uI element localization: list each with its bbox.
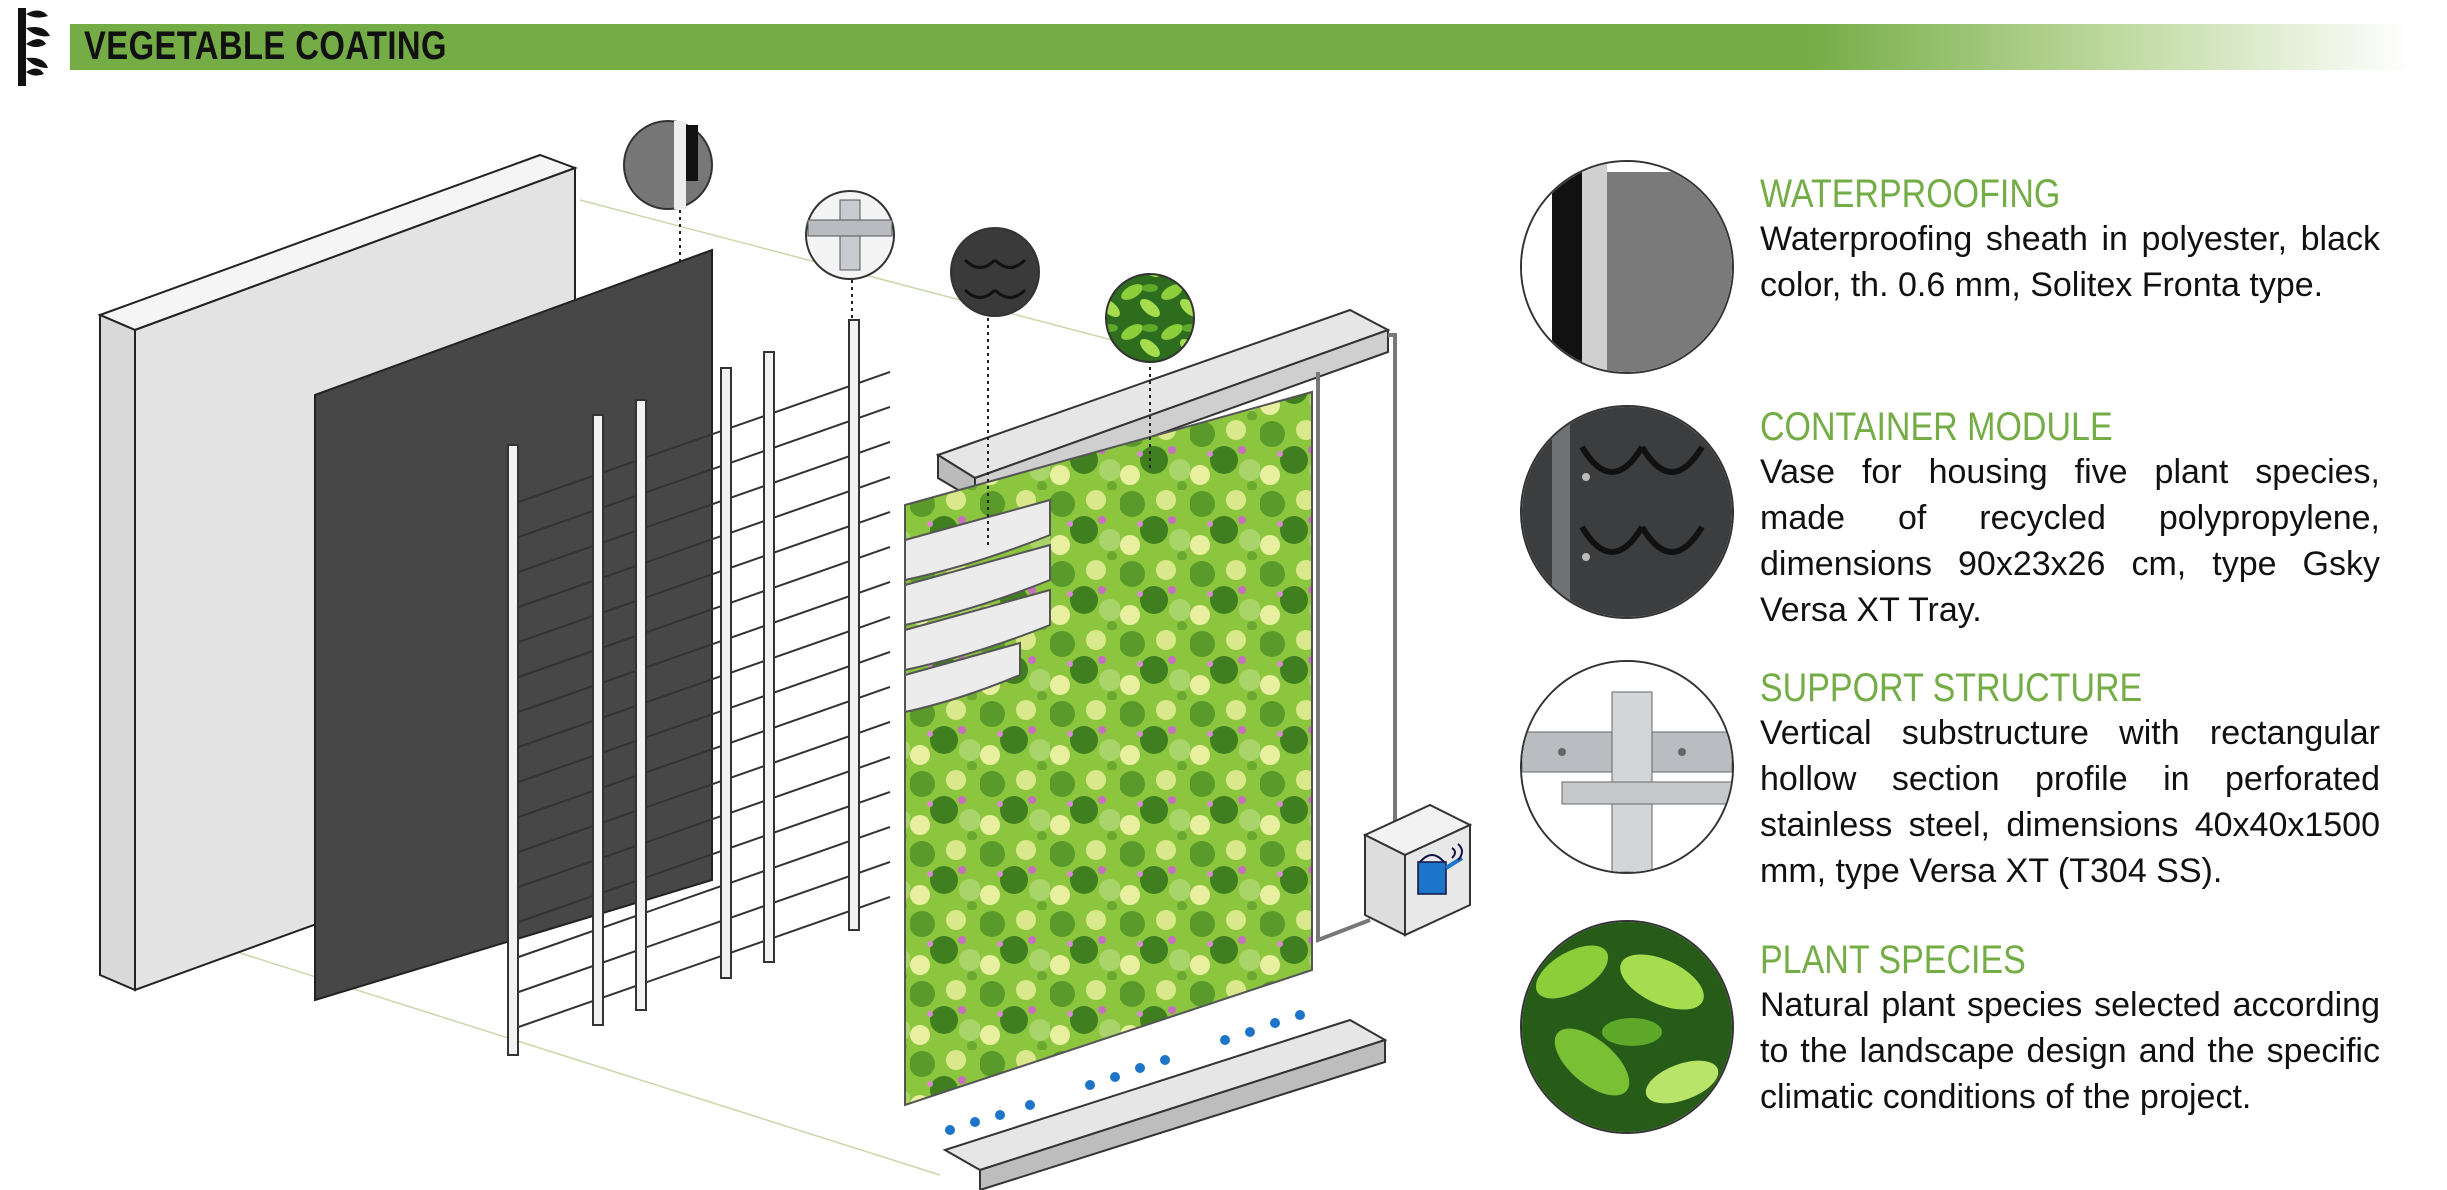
layer-support-structure: SUPPORT STRUCTURE Vertical substructure …	[1520, 660, 2380, 890]
plant-species-thumbnail	[1520, 920, 1734, 1134]
watering-can-icon	[1417, 843, 1464, 895]
layer-title: SUPPORT STRUCTURE	[1760, 666, 2143, 710]
bottom-gutter	[942, 1018, 1388, 1190]
layer-description: Vertical substructure with rectangular h…	[1760, 714, 2380, 890]
layer-title: WATERPROOFING	[1760, 172, 2061, 216]
layer-plant-species: PLANT SPECIES Natural plant species sele…	[1520, 920, 2380, 1134]
container-module-thumbnail	[1520, 405, 1734, 619]
support-structure-thumbnail	[1520, 660, 1734, 874]
irrigation-pipe	[1316, 333, 1397, 943]
water-drops	[945, 1010, 1305, 1135]
page-title: VEGETABLE COATING	[84, 24, 447, 68]
exploded-diagram	[97, 120, 1473, 1190]
header-banner	[70, 24, 2410, 70]
layer-description: Natural plant species selected according…	[1760, 986, 2380, 1116]
support-frame	[507, 319, 891, 1056]
layer-title: PLANT SPECIES	[1760, 938, 2026, 982]
container-modules	[904, 498, 1051, 714]
waterproofing-thumbnail	[1520, 160, 1734, 374]
layer-container-module: CONTAINER MODULE Vase for housing five p…	[1520, 405, 2380, 629]
layer-waterproofing: WATERPROOFING Waterproofing sheath in po…	[1520, 160, 2380, 374]
layer-description: Vase for housing five plant species, mad…	[1760, 453, 2380, 629]
plant-wall	[904, 390, 1313, 1107]
layer-title: CONTAINER MODULE	[1760, 405, 2113, 449]
vine-icon	[18, 8, 50, 86]
irrigation-box	[1362, 803, 1473, 937]
plant-callout	[1105, 273, 1195, 470]
support-callout	[805, 190, 895, 322]
container-callout	[950, 227, 1040, 545]
layer-description: Waterproofing sheath in polyester, black…	[1760, 220, 2380, 304]
waterproofing-callout	[623, 120, 713, 262]
